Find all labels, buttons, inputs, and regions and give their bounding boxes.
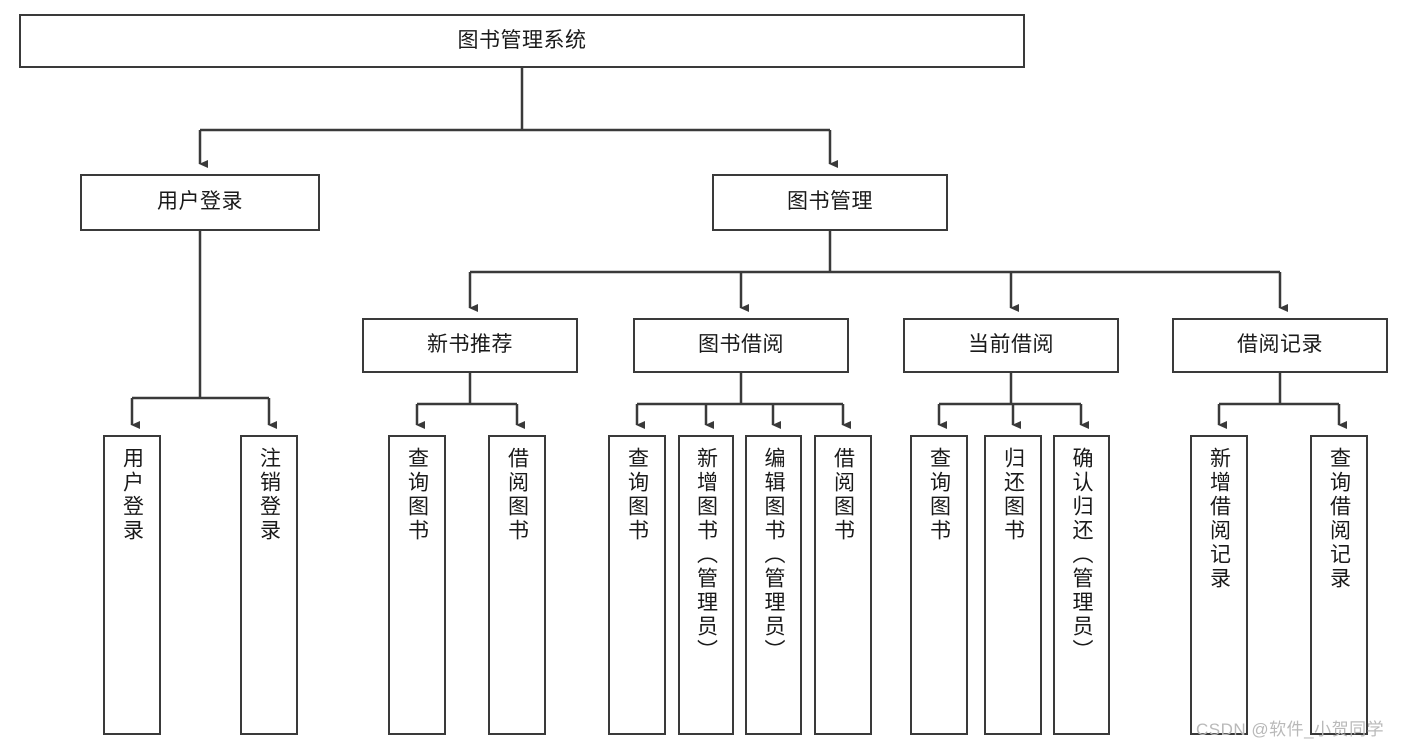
node-leaf-return-book-label: 归还图书 xyxy=(1001,447,1025,543)
node-leaf-return-book[interactable]: 归还图书 xyxy=(984,435,1042,735)
node-leaf-query-book-1-label: 查询图书 xyxy=(405,447,429,543)
node-leaf-query-record-label: 查询借阅记录 xyxy=(1327,447,1351,591)
node-user-login-label: 用户登录 xyxy=(157,190,243,214)
node-root[interactable]: 图书管理系统 xyxy=(19,14,1025,68)
node-leaf-query-record[interactable]: 查询借阅记录 xyxy=(1310,435,1368,735)
node-leaf-borrow-book-2-label: 借阅图书 xyxy=(831,447,855,543)
node-root-label: 图书管理系统 xyxy=(457,28,587,52)
node-leaf-user-login-label: 用户登录 xyxy=(120,447,144,543)
node-book-borrow[interactable]: 图书借阅 xyxy=(633,318,849,373)
node-leaf-confirm-return-label: 确认归还（管理员） xyxy=(1070,447,1093,663)
node-leaf-confirm-return[interactable]: 确认归还（管理员） xyxy=(1053,435,1110,735)
node-book-borrow-label: 图书借阅 xyxy=(698,333,784,357)
node-leaf-logout[interactable]: 注销登录 xyxy=(240,435,298,735)
node-leaf-borrow-book-1-label: 借阅图书 xyxy=(505,447,529,543)
node-current-borrow-label: 当前借阅 xyxy=(968,333,1054,357)
node-leaf-borrow-book-1[interactable]: 借阅图书 xyxy=(488,435,546,735)
node-new-book-rec-label: 新书推荐 xyxy=(427,333,513,357)
node-leaf-query-book-2[interactable]: 查询图书 xyxy=(608,435,666,735)
node-leaf-add-record-label: 新增借阅记录 xyxy=(1207,447,1231,591)
node-leaf-query-book-2-label: 查询图书 xyxy=(625,447,649,543)
node-leaf-query-book-1[interactable]: 查询图书 xyxy=(388,435,446,735)
node-leaf-logout-label: 注销登录 xyxy=(257,447,281,543)
node-leaf-add-book-label: 新增图书（管理员） xyxy=(694,447,718,663)
node-borrow-record[interactable]: 借阅记录 xyxy=(1172,318,1388,373)
node-book-manage-label: 图书管理 xyxy=(787,190,873,214)
node-leaf-user-login[interactable]: 用户登录 xyxy=(103,435,161,735)
node-leaf-add-record[interactable]: 新增借阅记录 xyxy=(1190,435,1248,735)
node-leaf-query-book-3-label: 查询图书 xyxy=(927,447,951,543)
node-book-manage[interactable]: 图书管理 xyxy=(712,174,948,231)
node-leaf-edit-book[interactable]: 编辑图书（管理员） xyxy=(745,435,802,735)
node-leaf-add-book[interactable]: 新增图书（管理员） xyxy=(678,435,734,735)
node-leaf-edit-book-label: 编辑图书（管理员） xyxy=(762,447,785,663)
node-leaf-query-book-3[interactable]: 查询图书 xyxy=(910,435,968,735)
node-new-book-rec[interactable]: 新书推荐 xyxy=(362,318,578,373)
node-user-login[interactable]: 用户登录 xyxy=(80,174,320,231)
csdn-watermark: CSDN @软件_小贺同学 xyxy=(1196,720,1385,739)
node-current-borrow[interactable]: 当前借阅 xyxy=(903,318,1119,373)
node-borrow-record-label: 借阅记录 xyxy=(1237,333,1323,357)
node-leaf-borrow-book-2[interactable]: 借阅图书 xyxy=(814,435,872,735)
